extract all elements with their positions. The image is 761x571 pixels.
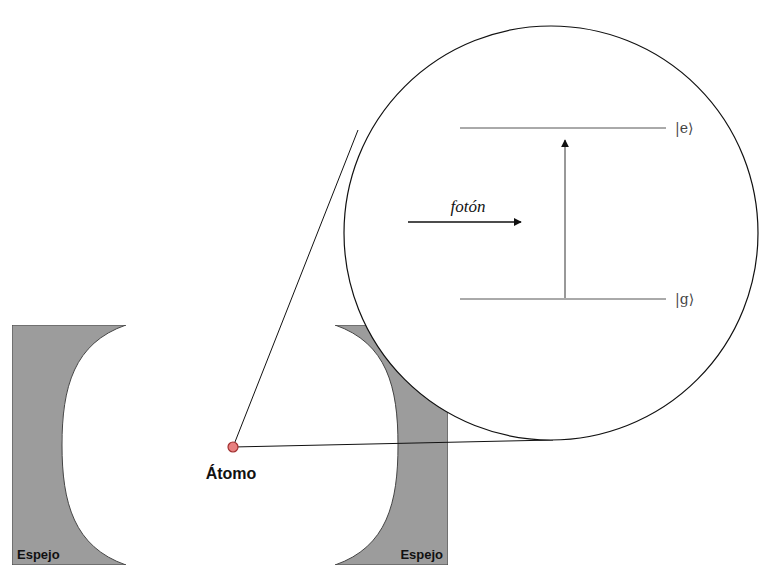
photon-arrow [408, 221, 521, 223]
mirror-shape [12, 325, 126, 565]
energy-level [460, 128, 666, 129]
zoom-line [233, 440, 553, 447]
state-label: |e⟩ [675, 120, 693, 136]
label-holder: Átomo [206, 465, 257, 483]
atom-label: Átomo [206, 465, 257, 482]
zoom-circle [344, 26, 758, 440]
zoom-line [233, 130, 358, 447]
mirror-outline [12, 325, 126, 565]
transition-arrow [565, 140, 566, 298]
mirror-label: Espejo [400, 547, 443, 562]
photon-label: fotón [451, 197, 486, 216]
label-holder: |e⟩ [675, 119, 693, 137]
mirror-label: Espejo [17, 547, 60, 562]
label-holder: |g⟩ [675, 290, 694, 308]
label-holder: fotón [451, 197, 486, 217]
energy-level [460, 299, 666, 300]
mirror: Espejo [12, 325, 126, 565]
atom-dot [228, 442, 238, 452]
state-label: |g⟩ [675, 291, 694, 307]
